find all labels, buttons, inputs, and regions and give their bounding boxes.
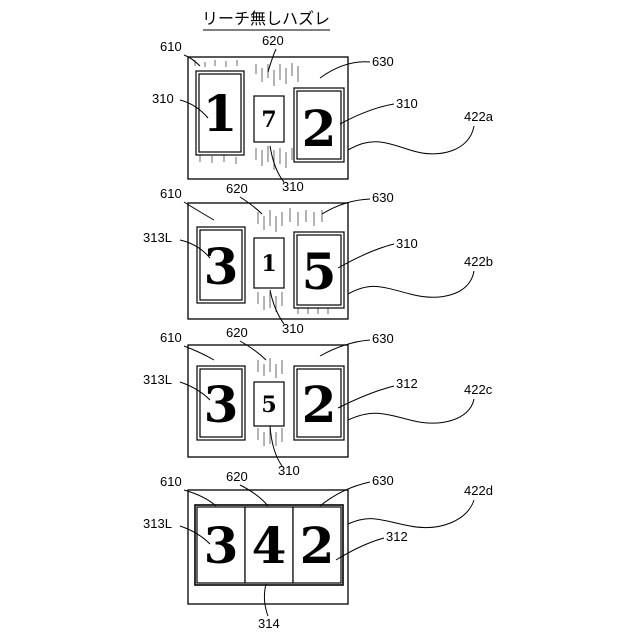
callout-center-area: 620 xyxy=(226,325,248,340)
reel-left-digit: 1 xyxy=(203,84,238,143)
callout-right-area: 630 xyxy=(372,331,394,346)
leader-right-area xyxy=(320,62,370,78)
callout-center-area: 620 xyxy=(226,469,248,484)
callout-right-area: 630 xyxy=(372,190,394,205)
panel-422d: 3 4 2 610 620 630 313L 312 314 422d xyxy=(143,469,493,631)
panel-label: 422d xyxy=(464,483,493,498)
callout-right-area: 630 xyxy=(372,473,394,488)
reel-center-digit: 4 xyxy=(252,516,287,575)
callout-right-symbol: 310 xyxy=(396,96,418,111)
panel-422a: 1 7 2 610 620 630 310 310 310 422a xyxy=(152,33,494,194)
leader-center-area xyxy=(268,49,276,72)
reel-right-digit: 2 xyxy=(302,375,337,434)
leader-right-area xyxy=(320,340,370,356)
reel-center-digit: 1 xyxy=(261,251,276,277)
reel-center-digit: 5 xyxy=(261,392,276,418)
callout-center-area: 620 xyxy=(262,33,284,48)
reel-right-digit: 2 xyxy=(302,99,337,158)
leader-center-area xyxy=(240,341,266,360)
callout-center-symbol: 310 xyxy=(282,321,304,336)
leader-right-area xyxy=(320,482,370,506)
leader-panel-label xyxy=(348,271,474,297)
leader-panel-label xyxy=(348,126,474,154)
leader-right-symbol xyxy=(338,386,394,408)
callout-left-area: 610 xyxy=(160,330,182,345)
leader-left-area xyxy=(184,490,216,506)
callout-left-area: 610 xyxy=(160,186,182,201)
callout-left-symbol: 313L xyxy=(143,372,172,387)
callout-right-symbol: 310 xyxy=(396,236,418,251)
panel-label: 422b xyxy=(464,254,493,269)
leader-panel-label xyxy=(348,500,474,528)
reel-left-digit: 3 xyxy=(204,516,239,575)
callout-center-symbol: 310 xyxy=(282,179,304,194)
reel-center-digit: 7 xyxy=(261,107,276,133)
figure-title: リーチ無しハズレ xyxy=(202,9,330,28)
leader-center-area xyxy=(240,197,262,214)
callout-left-area: 610 xyxy=(160,474,182,489)
leader-center-symbol xyxy=(264,584,268,616)
leader-right-area xyxy=(322,199,370,214)
callout-left-area: 610 xyxy=(160,39,182,54)
callout-left-symbol: 313L xyxy=(143,516,172,531)
panel-422b: 3 1 5 610 620 630 313L 310 310 422b xyxy=(143,181,493,336)
panel-label: 422a xyxy=(464,109,494,124)
panel-422c: 3 5 2 610 620 630 313L 312 310 422c xyxy=(143,325,493,478)
leader-center-symbol xyxy=(270,146,284,182)
callout-center-area: 620 xyxy=(226,181,248,196)
reel-right-digit: 2 xyxy=(300,516,335,575)
callout-left-symbol: 313L xyxy=(143,230,172,245)
reel-left-digit: 3 xyxy=(204,237,239,296)
leader-right-symbol xyxy=(338,244,394,268)
reel-right-digit: 5 xyxy=(302,242,337,301)
callout-right-area: 630 xyxy=(372,54,394,69)
leader-center-area xyxy=(240,485,268,506)
callout-center-symbol: 314 xyxy=(258,616,280,631)
callout-right-symbol: 312 xyxy=(386,529,408,544)
panel-label: 422c xyxy=(464,382,493,397)
callout-right-symbol: 312 xyxy=(396,376,418,391)
leader-panel-label xyxy=(348,399,474,423)
reel-left-digit: 3 xyxy=(204,375,239,434)
callout-left-symbol: 310 xyxy=(152,91,174,106)
